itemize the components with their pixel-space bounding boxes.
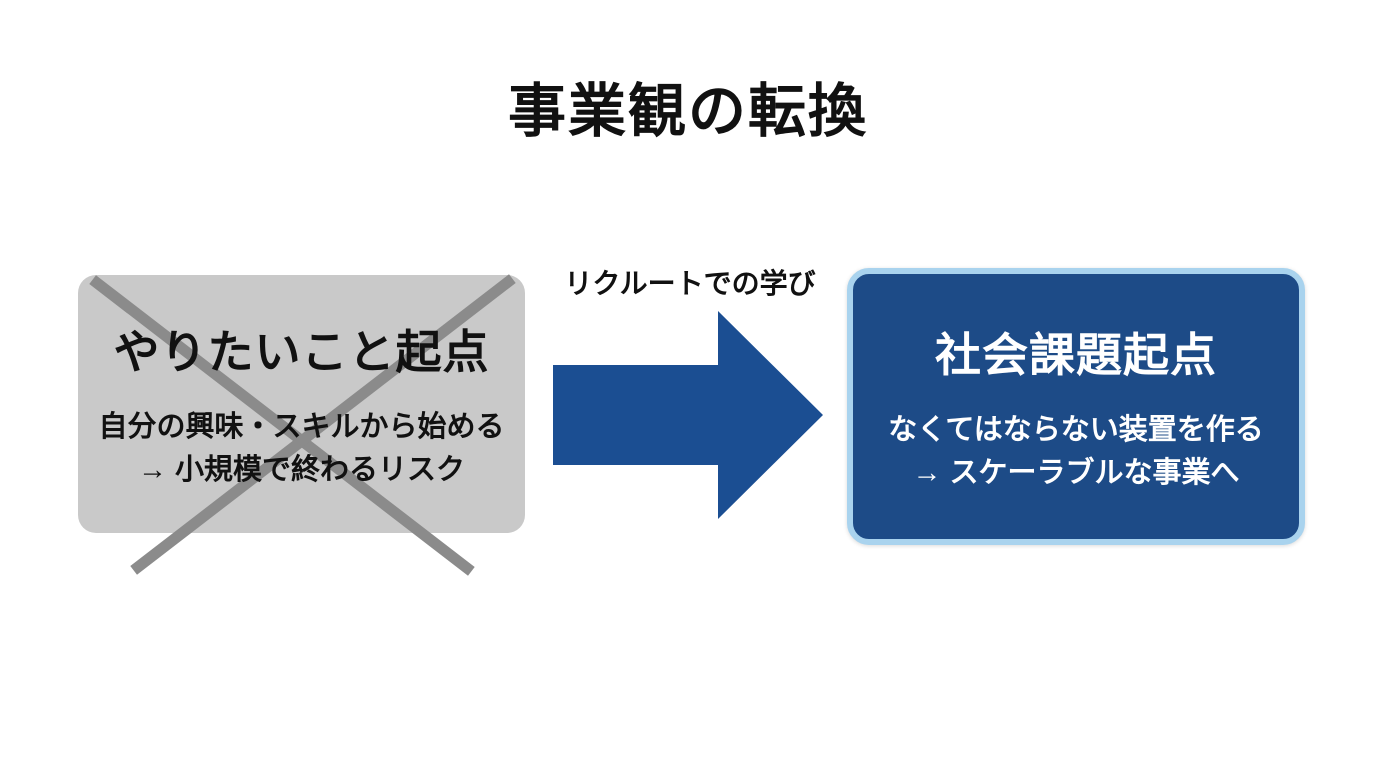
slide-title: 事業観の転換 bbox=[507, 79, 868, 144]
arrow-label: リクルートでの学び bbox=[564, 268, 816, 299]
right-box-line1: なくてはならない装置を作る bbox=[888, 413, 1264, 446]
rejected-approach-box: やりたいこと起点 自分の興味・スキルから始める → 小規模で終わるリスク bbox=[78, 275, 525, 533]
left-box-line1: 自分の興味・スキルから始める bbox=[98, 411, 505, 444]
right-box-title: 社会課題起点 bbox=[935, 328, 1217, 381]
right-box-line2: → スケーラブルな事業へ bbox=[912, 456, 1240, 489]
adopted-approach-box: 社会課題起点 なくてはならない装置を作る → スケーラブルな事業へ bbox=[847, 268, 1305, 545]
left-box-body: 自分の興味・スキルから始める → 小規模で終わるリスク bbox=[98, 406, 504, 492]
left-box-line2: → 小規模で終わるリスク bbox=[137, 454, 466, 486]
left-box-title: やりたいこと起点 bbox=[113, 326, 490, 379]
right-box-body: なくてはならない装置を作る → スケーラブルな事業へ bbox=[888, 409, 1264, 495]
right-arrow-icon bbox=[553, 311, 823, 519]
